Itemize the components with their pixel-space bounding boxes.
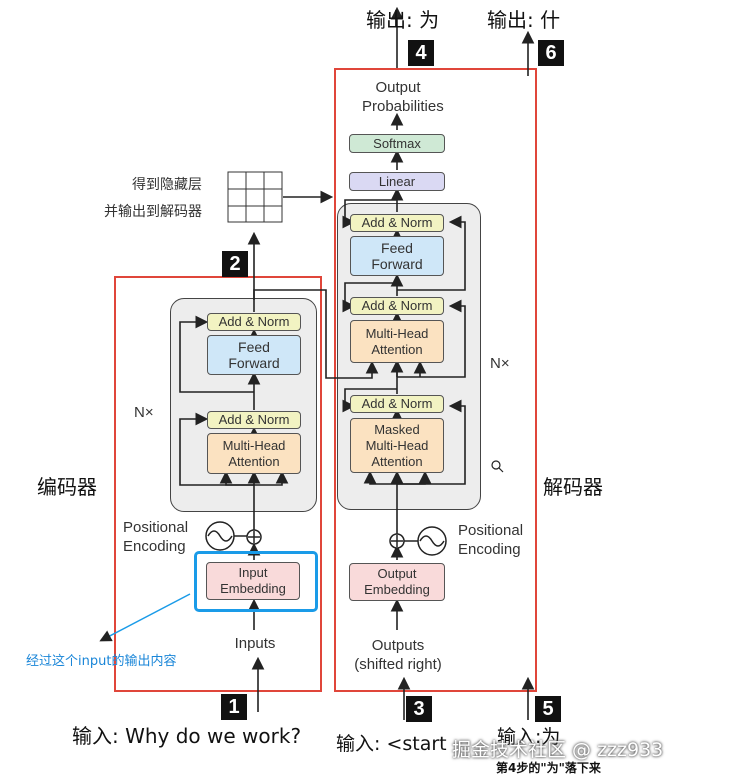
step-badge-2: 2 — [222, 251, 248, 277]
input-embedding-block: Input Embedding — [206, 562, 300, 600]
encoder-layer-stack — [170, 298, 317, 512]
masked-multi-head-attention-block: Masked Multi-Head Attention — [350, 418, 444, 473]
caption-text: 第4步的"为"落下来 — [496, 761, 601, 775]
encoder-multi-head-attention-block: Multi-Head Attention — [207, 433, 301, 474]
decoder-add-norm-bottom: Add & Norm — [350, 395, 444, 413]
encoder-add-norm-bottom: Add & Norm — [207, 411, 301, 429]
decoder-add-norm-top: Add & Norm — [350, 214, 444, 232]
output-probabilities-label: Output Probabilities — [362, 79, 444, 115]
decoder-input-text-3: 输入: <start — [336, 733, 447, 755]
hidden-layer-note-1: 得到隐藏层 — [132, 177, 202, 193]
decoder-input-text-5: 输入:为 — [497, 726, 561, 748]
input-output-annotation: 经过这个input的输出内容 — [26, 654, 177, 669]
decoder-side-label: 解码器 — [543, 475, 603, 499]
decoder-nx-label: N× — [490, 355, 510, 372]
step-badge-6: 6 — [538, 40, 564, 66]
softmax-block: Softmax — [349, 134, 445, 153]
linear-block: Linear — [349, 172, 445, 191]
inputs-label: Inputs — [234, 635, 276, 652]
encoder-feed-forward-block: Feed Forward — [207, 335, 301, 375]
output-embedding-block: Output Embedding — [349, 563, 445, 601]
input-embedding-highlight — [194, 551, 318, 612]
decoder-add-norm-mid: Add & Norm — [350, 297, 444, 315]
outputs-shifted-label: Outputs (shifted right) — [354, 637, 442, 673]
encoder-red-box — [114, 276, 322, 692]
decoder-feed-forward-block: Feed Forward — [350, 236, 444, 276]
encoder-input-text: 输入: Why do we work? — [72, 724, 302, 748]
magnifier-icon — [491, 460, 504, 473]
step-badge-1: 1 — [221, 694, 247, 720]
encoder-positional-encoding-label: Positional Encoding — [123, 519, 189, 555]
step-badge-3: 3 — [406, 696, 432, 722]
encoder-nx-label: N× — [134, 404, 154, 421]
decoder-red-box — [334, 68, 537, 692]
watermark-text: 掘金技术社区 @ zzz933 — [452, 739, 664, 761]
encoder-add-norm-top: Add & Norm — [207, 313, 301, 331]
step-badge-5: 5 — [535, 696, 561, 722]
hidden-layer-note-2: 并输出到解码器 — [104, 204, 202, 220]
step-badge-4: 4 — [408, 40, 434, 66]
decoder-multi-head-attention-block: Multi-Head Attention — [350, 320, 444, 363]
encoder-side-label: 编码器 — [37, 475, 97, 499]
output-top-right: 输出: 什 — [487, 8, 561, 32]
decoder-positional-encoding-label: Positional Encoding — [458, 522, 524, 558]
output-top-left: 输出: 为 — [366, 8, 440, 32]
